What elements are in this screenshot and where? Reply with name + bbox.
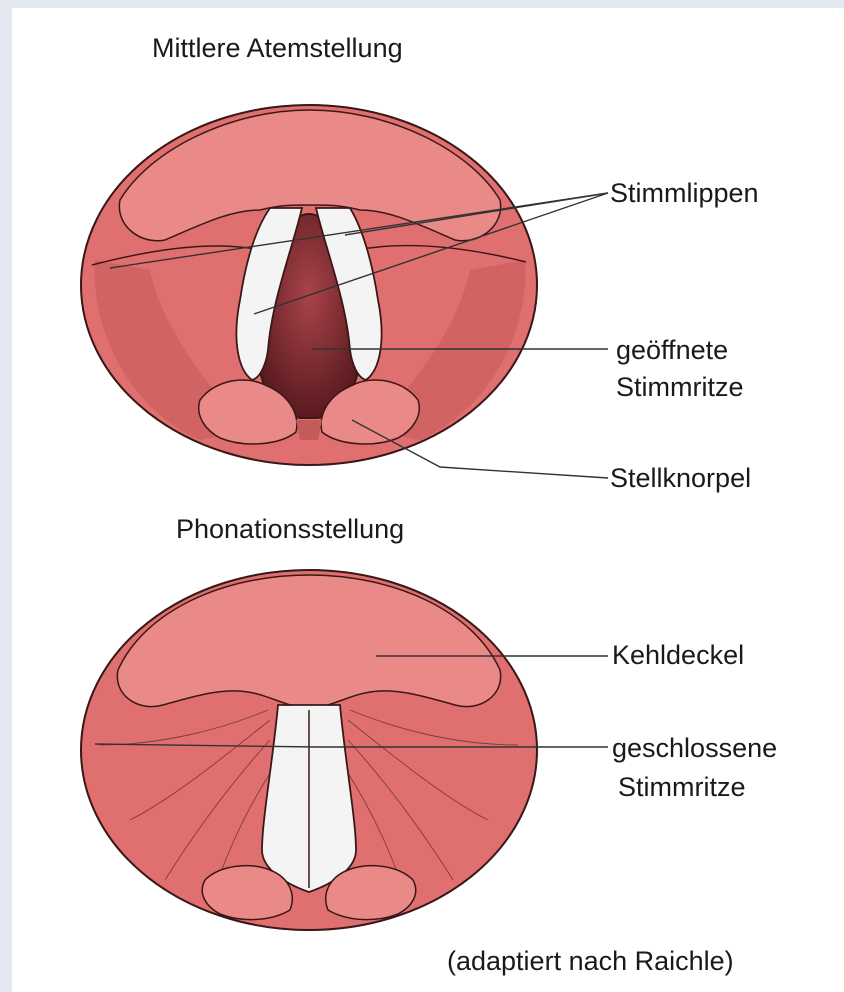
label-stimmritze-open: Stimmritze bbox=[616, 370, 744, 404]
label-stellknorpel: Stellknorpel bbox=[610, 461, 751, 495]
interarytenoid-notch bbox=[296, 420, 322, 440]
left-arytenoid-bottom bbox=[202, 866, 292, 920]
title-breathing-position: Mittlere Atemstellung bbox=[152, 31, 403, 65]
label-kehldeckel: Kehldeckel bbox=[612, 638, 744, 672]
right-arytenoid-bottom bbox=[326, 866, 416, 920]
label-stimmritze-closed: Stimmritze bbox=[618, 770, 746, 804]
larynx-breathing-position bbox=[81, 105, 537, 465]
title-phonation-position: Phonationsstellung bbox=[176, 512, 404, 546]
larynx-phonation-position bbox=[81, 570, 537, 930]
label-geschlossene: geschlossene bbox=[612, 731, 777, 765]
epiglottis-bottom bbox=[117, 575, 500, 710]
label-geoeffnete: geöffnete bbox=[616, 333, 728, 367]
label-stimmlippen: Stimmlippen bbox=[610, 176, 759, 210]
credit-text: (adaptiert nach Raichle) bbox=[447, 944, 734, 978]
